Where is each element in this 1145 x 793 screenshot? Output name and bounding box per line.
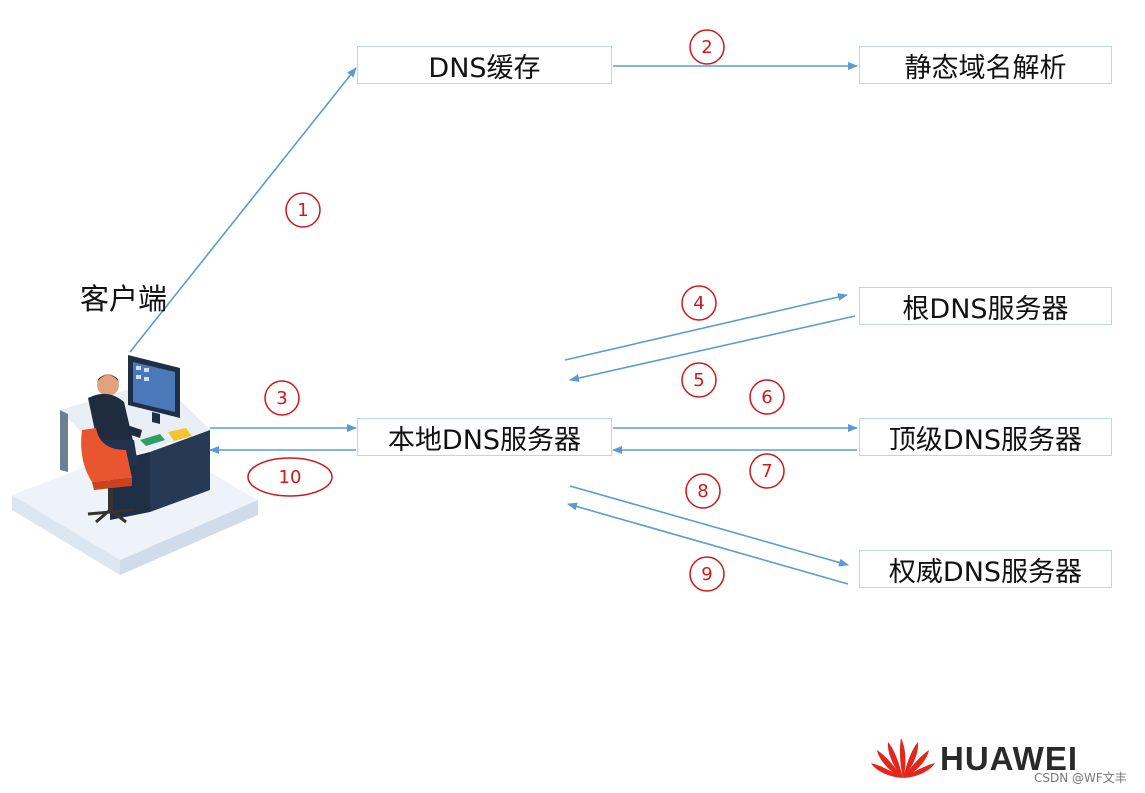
svg-text:6: 6 — [761, 387, 772, 408]
brand-wordmark: HUAWEI — [940, 740, 1078, 777]
svg-text:5: 5 — [693, 370, 704, 391]
svg-text:8: 8 — [697, 481, 708, 502]
root-dns-label: 根DNS服务器 — [902, 293, 1069, 325]
arrow-step-4 — [564, 293, 848, 361]
root-dns-node: 根DNS服务器 — [859, 287, 1112, 325]
step-marker-3: 3 — [264, 380, 300, 416]
static-resolution-node: 静态域名解析 — [859, 46, 1112, 84]
step-marker-10: 10 — [247, 457, 333, 497]
step-marker-4: 4 — [681, 285, 717, 321]
svg-text:9: 9 — [701, 564, 712, 585]
client-computer-illustration — [12, 355, 258, 575]
svg-text:7: 7 — [761, 461, 772, 482]
arrow-step-5 — [569, 315, 856, 382]
step-marker-2: 2 — [689, 29, 725, 65]
step-marker-1: 1 — [285, 192, 321, 228]
local-dns-node: 本地DNS服务器 — [357, 418, 612, 456]
dns-cache-label: DNS缓存 — [428, 52, 541, 84]
tld-dns-label: 顶级DNS服务器 — [888, 424, 1083, 456]
arrow-step-8 — [569, 485, 849, 567]
huawei-logo-icon — [871, 738, 935, 778]
step-marker-5: 5 — [681, 362, 717, 398]
local-dns-label: 本地DNS服务器 — [387, 424, 582, 456]
svg-text:4: 4 — [693, 293, 704, 314]
static-resolution-label: 静态域名解析 — [904, 52, 1067, 84]
step-marker-8: 8 — [685, 473, 721, 509]
svg-text:3: 3 — [276, 388, 287, 409]
authoritative-dns-node: 权威DNS服务器 — [859, 550, 1112, 588]
svg-text:10: 10 — [279, 467, 302, 488]
svg-text:2: 2 — [701, 37, 712, 58]
watermark: CSDN @WF文丰 — [1034, 771, 1127, 785]
arrow-step-1 — [129, 67, 357, 353]
svg-text:1: 1 — [297, 200, 308, 221]
arrow-step-9 — [567, 502, 849, 585]
step-marker-7: 7 — [749, 453, 785, 489]
client-label: 客户端 — [80, 282, 168, 316]
tld-dns-node: 顶级DNS服务器 — [859, 418, 1112, 456]
step-marker-9: 9 — [689, 556, 725, 592]
dns-cache-node: DNS缓存 — [357, 46, 612, 84]
authoritative-dns-label: 权威DNS服务器 — [888, 556, 1083, 588]
step-marker-6: 6 — [749, 379, 785, 415]
